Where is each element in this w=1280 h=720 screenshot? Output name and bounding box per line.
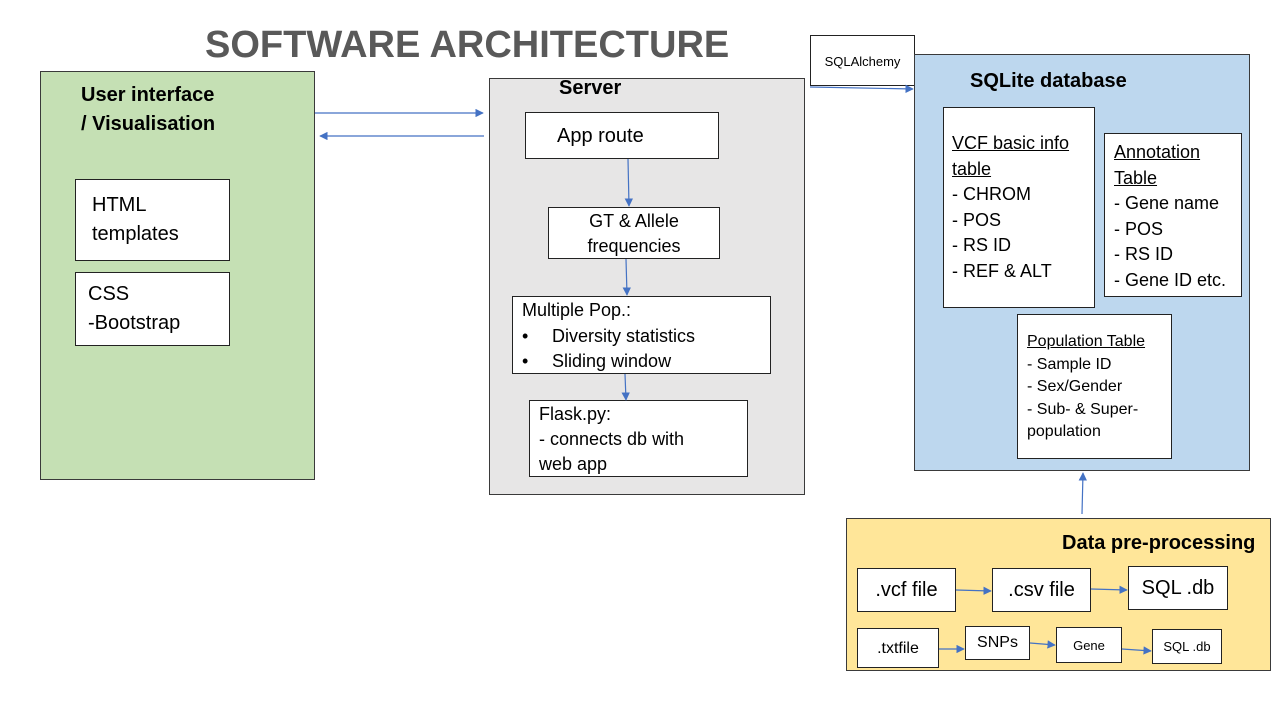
annotation-item-gene-name: - Gene name [1114,193,1220,213]
sqlalchemy-box: SQLAlchemy [810,35,915,86]
vcf-item-rsid: - RS ID [952,235,1012,255]
ui-heading-line1: User interface [81,84,215,106]
vcf-item-chrom: - CHROM [952,184,1031,204]
page-title: SOFTWARE ARCHITECTURE [205,24,730,66]
bullet-1: • [522,326,529,346]
gt-allele-line2: frequencies [587,236,681,256]
gt-allele-box: GT & Allele frequencies [548,207,720,259]
csv-file-box: .csv file [992,568,1091,612]
vcf-item-ref-alt: - REF & ALT [952,261,1052,281]
vcf-title-line1: VCF basic info [952,133,1070,153]
vcf-file-label: .vcf file [875,579,938,601]
annotation-title-line2: Table [1114,168,1158,188]
sql-db-box-1: SQL .db [1128,566,1228,610]
html-templates-box: HTML templates [75,179,230,261]
vcf-title-line2: table [952,159,992,179]
sql-db-box-2: SQL .db [1152,629,1222,664]
preprocessing-heading: Data pre-processing [1062,532,1256,554]
css-line2: -Bootstrap [88,312,181,334]
multiple-pop-item-2: • Sliding window [522,349,671,374]
app-route-box: App route [525,112,719,159]
multiple-pop-title: Multiple Pop.: [522,300,632,320]
population-item-sub-super: - Sub- & Super- [1027,401,1139,418]
annotation-table-box: Annotation Table - Gene name - POS - RS … [1104,133,1242,297]
gt-allele-line1: GT & Allele [589,211,679,231]
flask-box: Flask.py: - connects db with web app [529,400,748,477]
gene-box: Gene [1056,627,1122,663]
annotation-title-line1: Annotation [1114,142,1201,162]
sqlite-heading: SQLite database [970,70,1127,92]
population-title: Population Table [1027,333,1146,350]
flask-line1: Flask.py: [539,404,612,424]
annotation-item-gene-id: - Gene ID etc. [1114,270,1227,290]
sql-db-label-2: SQL .db [1163,639,1211,654]
css-line1: CSS [88,283,130,305]
vcf-file-box: .vcf file [857,568,956,612]
snps-box: SNPs [965,626,1030,660]
sql-db-label-1: SQL .db [1141,577,1215,599]
server-heading: Server [559,77,622,99]
diversity-statistics-label: Diversity statistics [552,326,696,346]
arrow-server-to-db [809,84,914,94]
txt-file-label: .txtfile [877,640,919,657]
population-item-sex: - Sex/Gender [1027,378,1123,395]
gene-label: Gene [1073,638,1105,653]
arrow-preprocessing-to-db [1078,472,1088,515]
population-item-sample-id: - Sample ID [1027,356,1112,373]
annotation-item-rsid: - RS ID [1114,244,1174,264]
vcf-basic-info-table-box: VCF basic info table - CHROM - POS - RS … [943,107,1095,308]
html-templates-line1: HTML [92,194,147,216]
flask-line2: - connects db with [539,429,685,449]
snps-label: SNPs [977,634,1018,651]
flask-line3: web app [539,454,608,474]
multiple-pop-box: Multiple Pop.: • Diversity statistics • … [512,296,771,374]
multiple-pop-item-1: • Diversity statistics [522,324,695,349]
ui-heading-line2: / Visualisation [81,113,216,135]
app-route-label: App route [557,125,644,147]
vcf-item-pos: - POS [952,210,1002,230]
html-templates-line2: templates [92,223,179,245]
csv-file-label: .csv file [1008,579,1075,601]
css-bootstrap-box: CSS -Bootstrap [75,272,230,346]
txt-file-box: .txtfile [857,628,939,668]
bullet-2: • [522,351,529,371]
sliding-window-label: Sliding window [552,351,672,371]
annotation-item-pos: - POS [1114,219,1164,239]
population-item-population: population [1027,423,1101,440]
population-table-box: Population Table - Sample ID - Sex/Gende… [1017,314,1172,459]
sqlalchemy-label: SQLAlchemy [824,54,901,69]
